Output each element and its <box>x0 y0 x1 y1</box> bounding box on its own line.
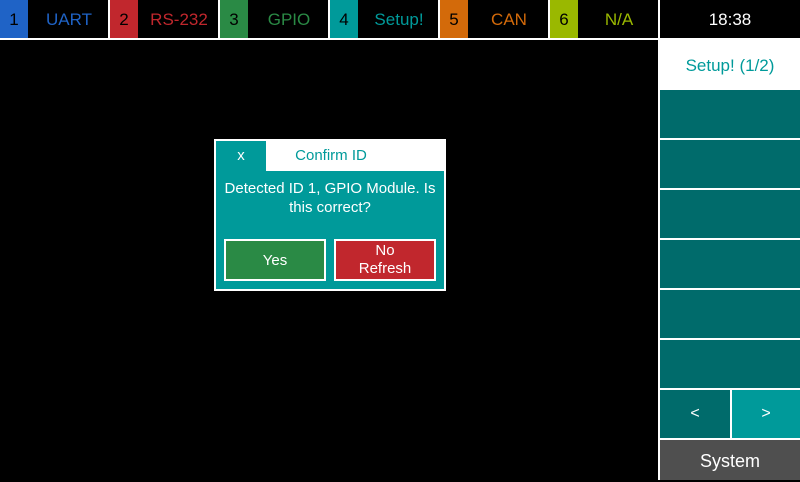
dialog-titlebar: Confirm ID <box>266 141 444 171</box>
sidebar-title: Setup! (1/2) <box>660 40 800 88</box>
tab-number: 6 <box>550 0 578 38</box>
dialog-close-button[interactable]: x <box>216 141 266 171</box>
sidebar-button-3[interactable] <box>660 190 800 238</box>
dialog-message: Detected ID 1, GPIO Module. Is this corr… <box>224 180 436 216</box>
tab-gpio[interactable]: 3 GPIO <box>220 0 328 38</box>
sidebar-button-4[interactable] <box>660 240 800 288</box>
clock-display: 18:38 <box>660 0 800 38</box>
tab-label: Setup! <box>374 10 424 29</box>
tab-can[interactable]: 5 CAN <box>440 0 548 38</box>
system-button[interactable]: System <box>660 440 800 480</box>
tab-number: 2 <box>110 0 138 38</box>
tab-number: 5 <box>440 0 468 38</box>
tab-number: 4 <box>330 0 358 38</box>
confirm-id-dialog: x Confirm ID Detected ID 1, GPIO Module.… <box>214 139 446 291</box>
prev-page-button[interactable]: < <box>660 390 730 438</box>
tab-label: UART <box>46 10 92 29</box>
sidebar-button-1[interactable] <box>660 90 800 138</box>
sidebar: Setup! (1/2) < > System <box>658 40 800 480</box>
tab-setup[interactable]: 4 Setup! <box>330 0 438 38</box>
tab-uart[interactable]: 1 UART <box>0 0 108 38</box>
tab-number: 3 <box>220 0 248 38</box>
tab-label: RS-232 <box>150 10 208 29</box>
no-label-line2: Refresh <box>358 260 412 277</box>
sidebar-button-5[interactable] <box>660 290 800 338</box>
tab-label: GPIO <box>267 10 311 29</box>
dialog-title: Confirm ID <box>295 147 367 164</box>
sidebar-button-2[interactable] <box>660 140 800 188</box>
tab-label: N/A <box>604 10 634 29</box>
tab-rs232[interactable]: 2 RS-232 <box>110 0 218 38</box>
no-label-line1: No <box>375 242 395 259</box>
tab-na[interactable]: 6 N/A <box>550 0 658 38</box>
yes-button[interactable]: Yes <box>224 239 326 281</box>
tab-number: 1 <box>0 0 28 38</box>
sidebar-button-6[interactable] <box>660 340 800 388</box>
top-tab-bar: 1 UART 2 RS-232 3 GPIO 4 Setup! 5 CAN 6 … <box>0 0 800 40</box>
next-page-button[interactable]: > <box>732 390 800 438</box>
tab-label: CAN <box>491 10 527 29</box>
dialog-body: x Confirm ID Detected ID 1, GPIO Module.… <box>216 141 444 289</box>
